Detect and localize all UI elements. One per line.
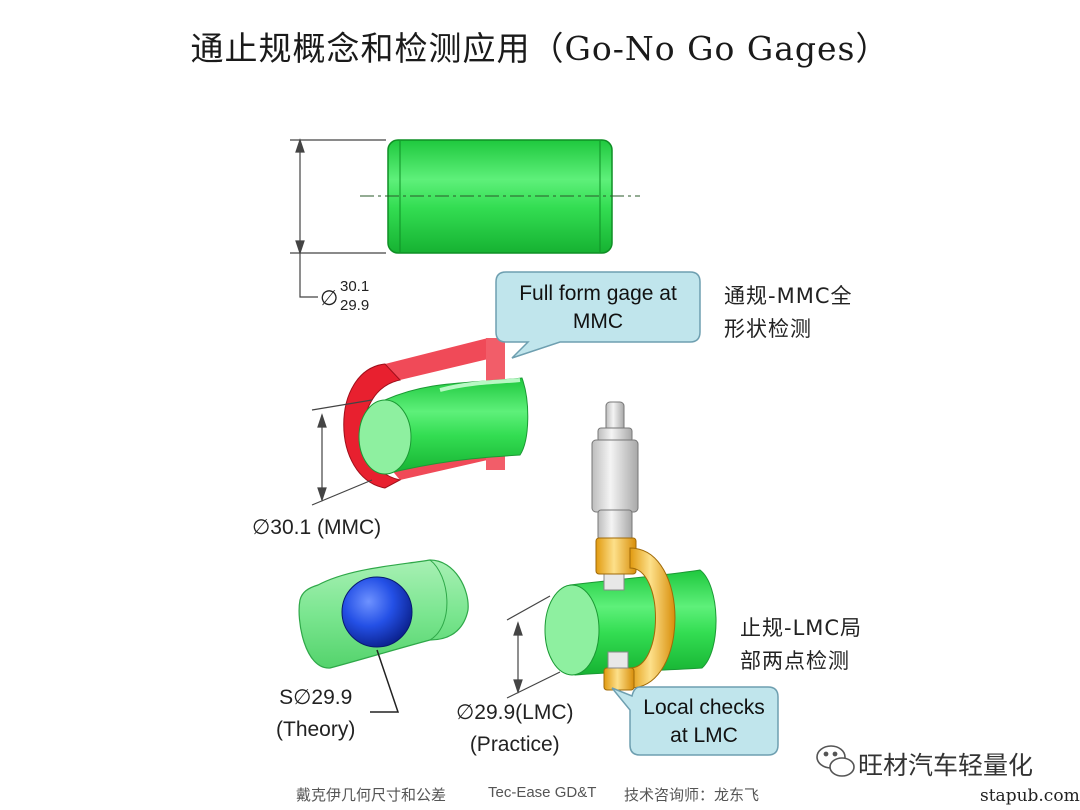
note-nogo: 止规-LMC局 部两点检测 (740, 612, 862, 678)
ball-gage (341, 576, 413, 648)
dim-mmc: ∅30.1 (MMC) (252, 516, 382, 539)
practice-cylinder (544, 569, 717, 676)
callout-nogo: Local checks at LMC (630, 694, 778, 750)
footer-middle: Tec-Ease GD&T (488, 784, 597, 801)
callout-nogo-bubble (611, 686, 779, 756)
lmc-dimension-lines (506, 595, 561, 699)
callout-go-line1: Full form gage at (519, 282, 677, 305)
watermark-text: 旺材汽车轻量化 (858, 751, 1034, 780)
note-go: 通规-MMC全 形状检测 (724, 280, 852, 346)
note-nogo-line1: 止规-LMC局 (740, 616, 863, 640)
footer-left: 戴克伊几何尺寸和公差 (296, 786, 447, 804)
tolerance-symbol: ∅ (320, 287, 339, 310)
note-go-line1: 通规-MMC全 (724, 284, 853, 308)
callout-go-line2: MMC (572, 310, 624, 333)
callout-go-bubble (495, 271, 701, 359)
tolerance-lower: 29.9 (340, 297, 370, 314)
dim-theory-line2: (Theory) (276, 718, 356, 741)
note-nogo-line2: 部两点检测 (740, 649, 850, 673)
snap-gage (595, 537, 676, 691)
callout-nogo-line2: at LMC (670, 724, 738, 747)
callout-go: Full form gage at MMC (496, 280, 700, 336)
dim-practice: ∅29.9(LMC) (Practice) (456, 697, 574, 761)
dim-theory-line1: S∅29.9 (279, 686, 353, 709)
part-cylinder (360, 139, 640, 254)
theory-leader (370, 649, 400, 713)
tolerance-upper: 30.1 (340, 278, 370, 295)
footer-right: 技术咨询师：龙东飞 (624, 786, 760, 804)
dim-theory: S∅29.9 (Theory) (276, 682, 355, 746)
part-dimension-lines (290, 138, 386, 298)
micrometer-spindle (591, 401, 639, 591)
wechat-icon (816, 745, 855, 777)
dim-practice-line2: (Practice) (469, 733, 560, 756)
mmc-dimension-lines (311, 399, 373, 506)
note-go-line2: 形状检测 (724, 317, 812, 341)
go-gage-cylinder (358, 377, 529, 475)
page-title: 通止规概念和检测应用（Go-No Go Gages） (190, 29, 890, 68)
dim-practice-line1: ∅29.9(LMC) (456, 701, 574, 724)
site-url: stapub.com (980, 786, 1080, 806)
callout-nogo-line1: Local checks (643, 696, 765, 719)
